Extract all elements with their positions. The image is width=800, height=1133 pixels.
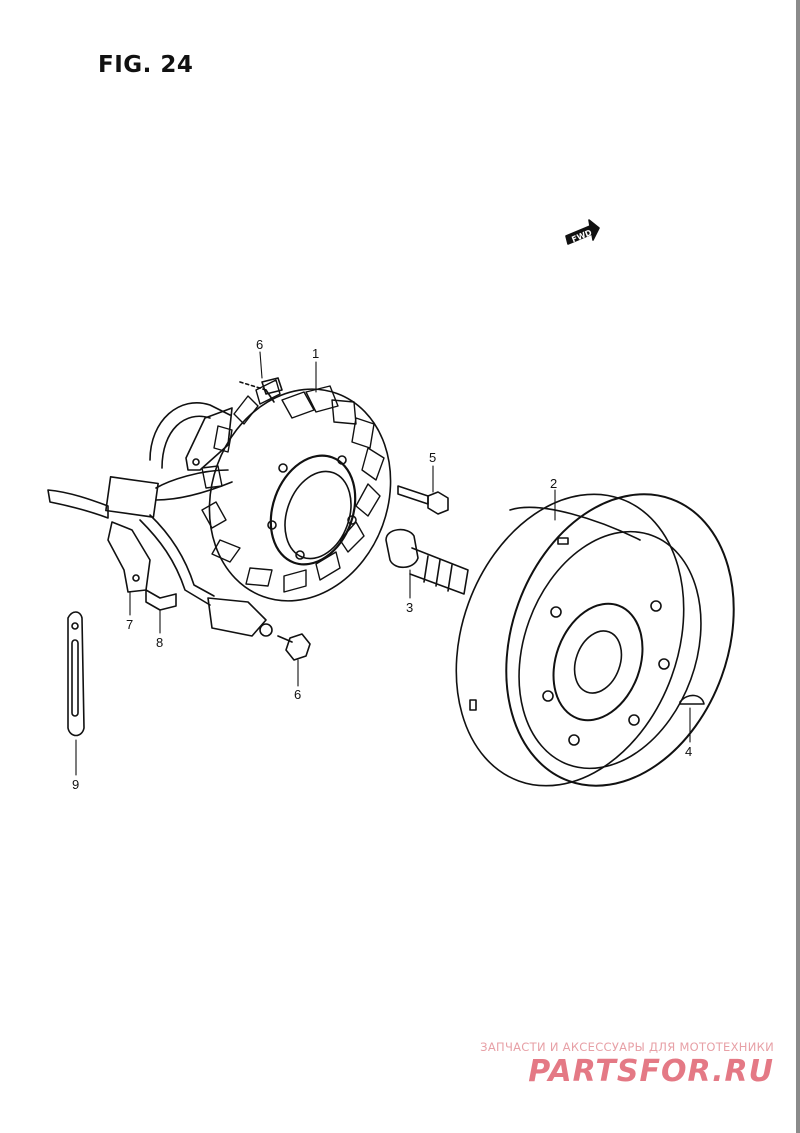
wire-harness [47, 402, 273, 637]
callout-7: 7 [126, 617, 133, 632]
callout-6-bottom: 6 [294, 687, 301, 702]
callout-6-top: 6 [256, 337, 263, 352]
wire-bracket [185, 407, 233, 471]
fwd-label: FWD [570, 228, 593, 244]
callout-2: 2 [550, 476, 557, 491]
flywheel-rotor [455, 493, 735, 787]
fwd-arrow-icon: FWD [565, 219, 600, 245]
page-edge [796, 0, 800, 1133]
callout-5: 5 [429, 450, 436, 465]
bolt-5 [397, 485, 449, 515]
stator-coil [201, 379, 392, 602]
callout-9: 9 [72, 777, 79, 792]
leader-lines [75, 351, 691, 776]
clamp-bracket [107, 521, 151, 593]
figure-title: FIG. 24 [98, 52, 194, 78]
woodruff-key [679, 694, 705, 705]
watermark-logo: PARTSFOR.RU [528, 1054, 774, 1089]
rotor-bolt [385, 528, 469, 595]
watermark-tagline: ЗАПЧАСТИ И АКСЕССУАРЫ ДЛЯ МОТОТЕХНИКИ [480, 1040, 774, 1054]
wire-band [67, 611, 85, 737]
callout-4: 4 [685, 744, 692, 759]
callout-8: 8 [156, 635, 163, 650]
callout-1: 1 [312, 346, 319, 361]
callout-3: 3 [406, 600, 413, 615]
stator-bolt-bottom [277, 633, 311, 661]
bolt-8 [145, 589, 177, 611]
stator-bolt-top [239, 377, 283, 403]
